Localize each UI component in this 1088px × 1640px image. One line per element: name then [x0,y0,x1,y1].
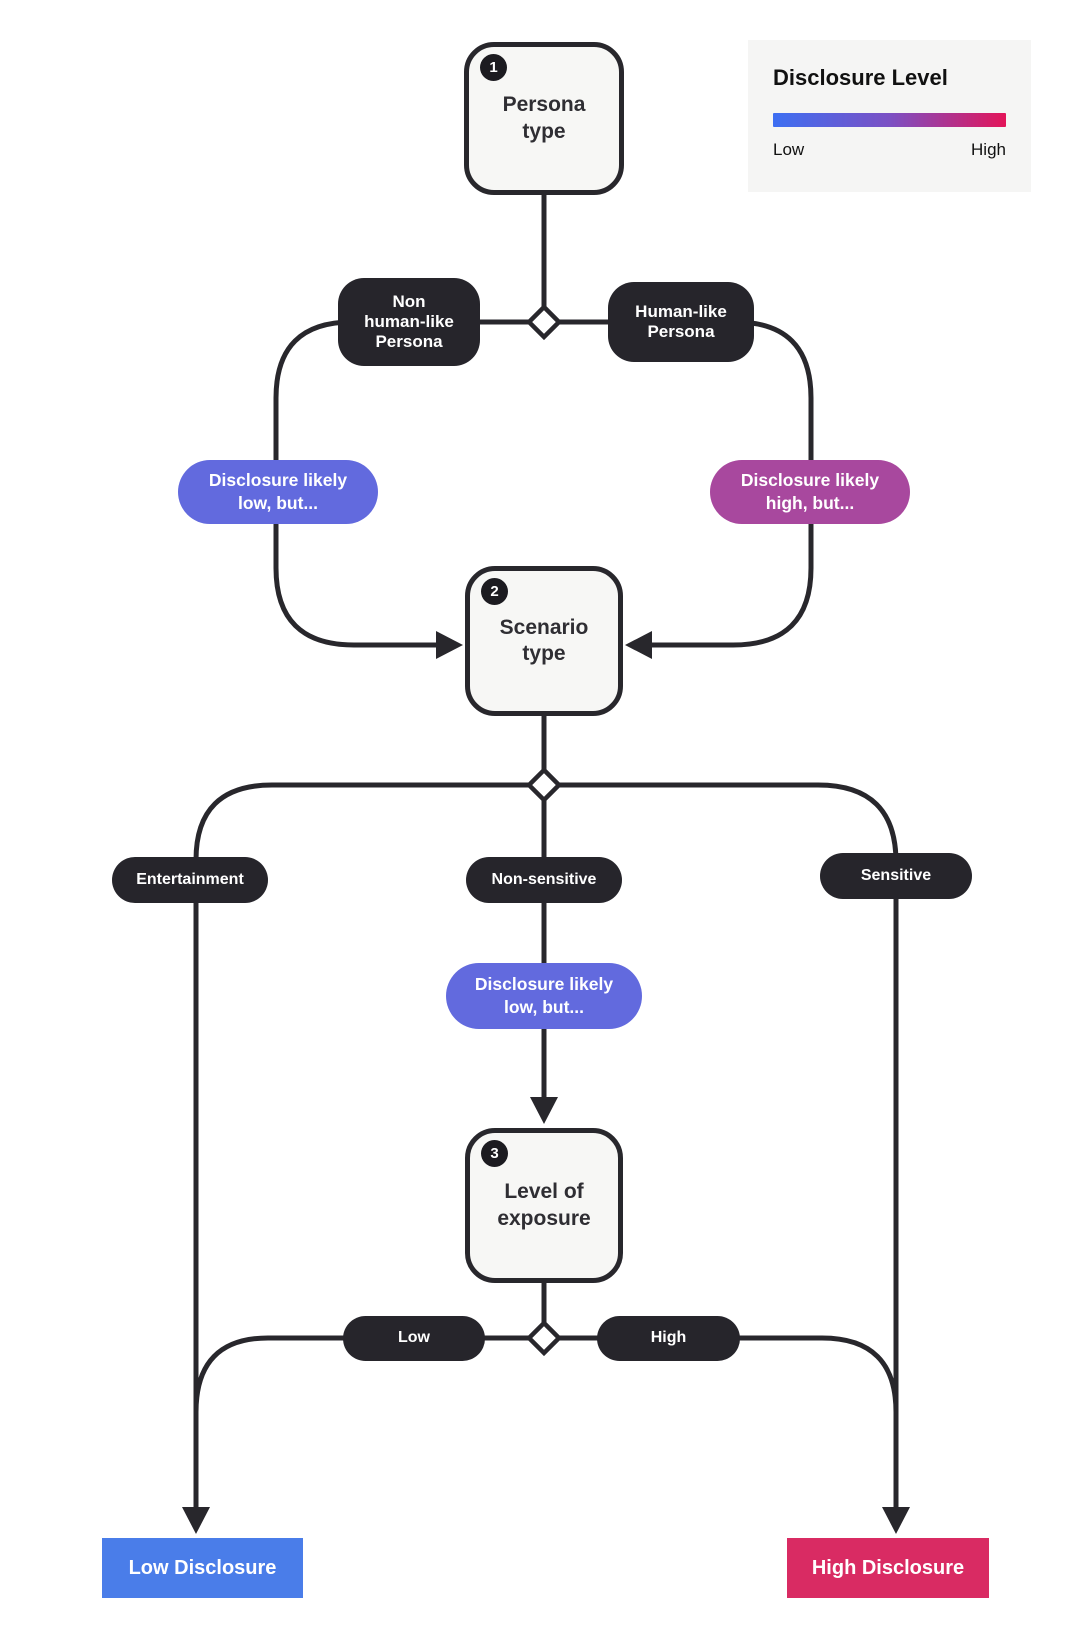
legend-high-label: High [971,140,1006,159]
step-badge-1: 1 [480,54,507,81]
arrowhead-into-scenario-left [436,631,463,659]
step-label-level-of-exposure: Level of exposure [497,1180,591,1230]
annotation-pill-disclosure-low-left: Disclosure likely low, but... [178,460,378,524]
step-badge-2: 2 [481,578,508,605]
outcome-box-low-disclosure: Low Disclosure [102,1538,303,1598]
edge-junction2-to-entertainment-rail [193,782,544,1508]
branch-pill-human-like-persona: Human-like Persona [608,282,754,362]
branch-pill-non-sensitive: Non-sensitive [466,857,622,903]
arrowhead-into-low-disclosure [182,1507,210,1534]
arrowhead-into-high-disclosure [882,1507,910,1534]
junction-diamond-2 [525,766,563,804]
branch-pill-non-human-like-persona: Non human-like Persona [338,278,480,366]
annotation-pill-disclosure-low-middle: Disclosure likely low, but... [446,963,642,1029]
step-node-scenario-type: 2 Scenario type [465,566,623,716]
annotation-pill-disclosure-high-right: Disclosure likely high, but... [710,460,910,524]
edge-low-to-left-rail [193,1335,544,1413]
legend-gradient-bar [773,113,1006,127]
step-label-scenario-type: Scenario type [499,615,589,665]
junction-diamond-3 [525,1319,563,1357]
step-label-persona-type: Persona type [502,93,586,143]
branch-pill-high: High [597,1316,740,1361]
step-node-level-of-exposure: 3 Level of exposure [465,1128,623,1283]
legend-title: Disclosure Level [773,65,948,90]
arrowhead-into-scenario-right [625,631,652,659]
edge-high-to-right-rail [544,1335,899,1413]
outcome-box-high-disclosure: High Disclosure [787,1538,989,1598]
branch-pill-entertainment: Entertainment [112,857,268,903]
step-badge-3: 3 [481,1140,508,1167]
step-node-persona-type: 1 Persona type [464,42,624,195]
branch-pill-low: Low [343,1316,485,1361]
legend-low-label: Low [773,140,805,159]
arrowhead-into-exposure [530,1097,558,1124]
branch-pill-sensitive: Sensitive [820,853,972,899]
legend-panel: Disclosure Level Low High [748,40,1031,192]
junction-diamond-1 [525,303,563,341]
